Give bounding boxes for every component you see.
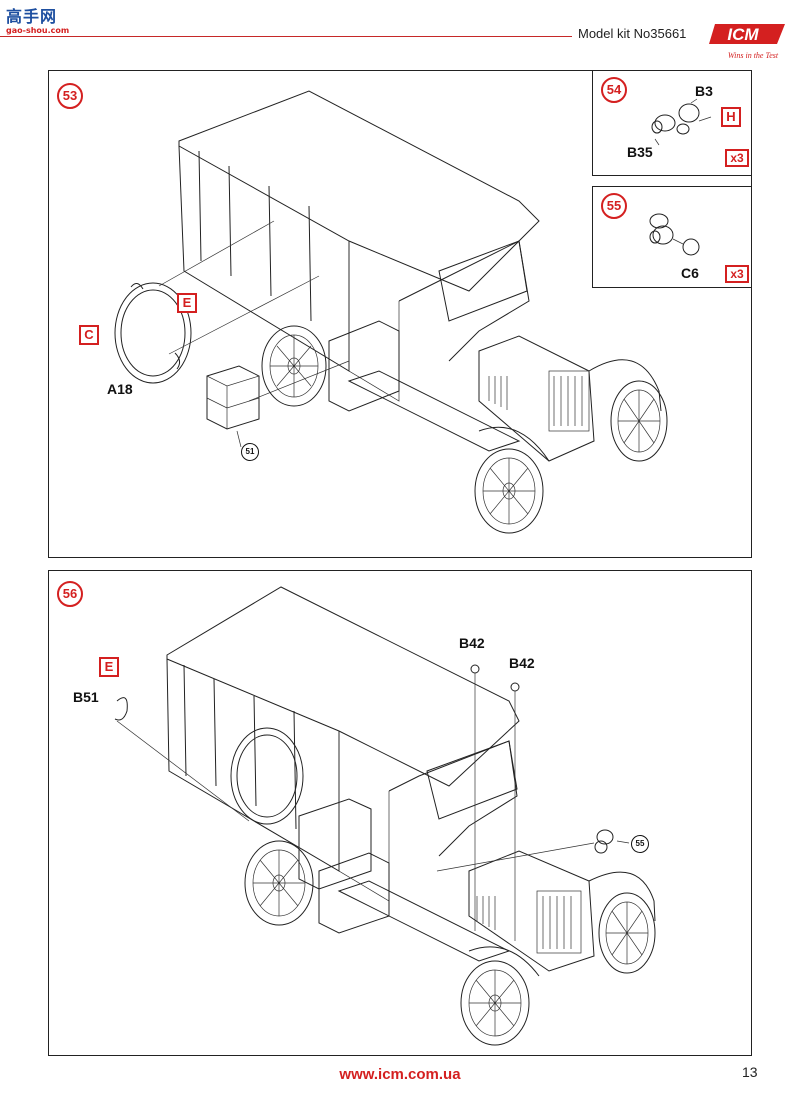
step-54-panel: 54 B3 H B35 x3: [592, 70, 752, 176]
watermark-logo: 高手网 gao-shou.com: [6, 8, 76, 42]
part-c6: C6: [681, 265, 699, 281]
footer-url[interactable]: www.icm.com.ua: [339, 1066, 461, 1083]
brand-logo: ICM Wins in the Test: [705, 18, 795, 64]
paint-label-e: E: [99, 657, 119, 677]
front-left-wheel: [460, 960, 530, 1046]
qty-x3: x3: [725, 265, 749, 283]
front-left-wheel: [474, 448, 544, 534]
rear-wheel: [261, 325, 327, 407]
part-b42-left: B42: [459, 635, 485, 651]
ref-step-55: 55: [631, 835, 649, 853]
paint-label-h: H: [721, 107, 741, 127]
front-right-wheel: [598, 892, 656, 974]
step-55-illustration: [649, 213, 700, 256]
model-kit-label: Model kit No35661: [578, 26, 687, 41]
part-b3: B3: [695, 83, 713, 99]
watermark-title: 高手网: [6, 7, 58, 26]
paint-label-c: C: [79, 325, 99, 345]
step-54-illustration: [651, 98, 712, 146]
qty-x3: x3: [725, 149, 749, 167]
lamp-b42-left: [470, 664, 480, 674]
step-56-illustration: [114, 586, 656, 1046]
mounted-spare-tire: [230, 727, 304, 825]
brand-tagline: Wins in the Test: [728, 51, 779, 60]
watermark-subtitle: gao-shou.com: [6, 26, 70, 35]
step-55-panel: 55 C6 x3: [592, 186, 752, 288]
front-right-wheel: [610, 380, 668, 462]
ref-step-51: 51: [241, 443, 259, 461]
part-b35: B35: [627, 144, 653, 160]
part-b42-right: B42: [509, 655, 535, 671]
step-54-number: 54: [601, 77, 627, 103]
part-a18: A18: [107, 381, 133, 397]
step-55-number: 55: [601, 193, 627, 219]
part-b51: B51: [73, 689, 99, 705]
page-number: 13: [742, 1064, 758, 1080]
paint-label-e: E: [177, 293, 197, 313]
toolbox: [206, 365, 260, 430]
strap-b51: [114, 697, 128, 721]
lamp-b42-right: [510, 682, 520, 692]
step-56-panel: 56 E B51 B42 B42 55: [48, 570, 752, 1056]
step-56-number: 56: [57, 581, 83, 607]
spare-tire-a18: [114, 282, 192, 384]
step-53-illustration: [114, 90, 668, 534]
horn-assembly: [596, 829, 614, 845]
rear-wheel: [244, 840, 314, 926]
step-53-number: 53: [57, 83, 83, 109]
brand-name: ICM: [727, 25, 759, 44]
header-rule: [0, 36, 572, 37]
